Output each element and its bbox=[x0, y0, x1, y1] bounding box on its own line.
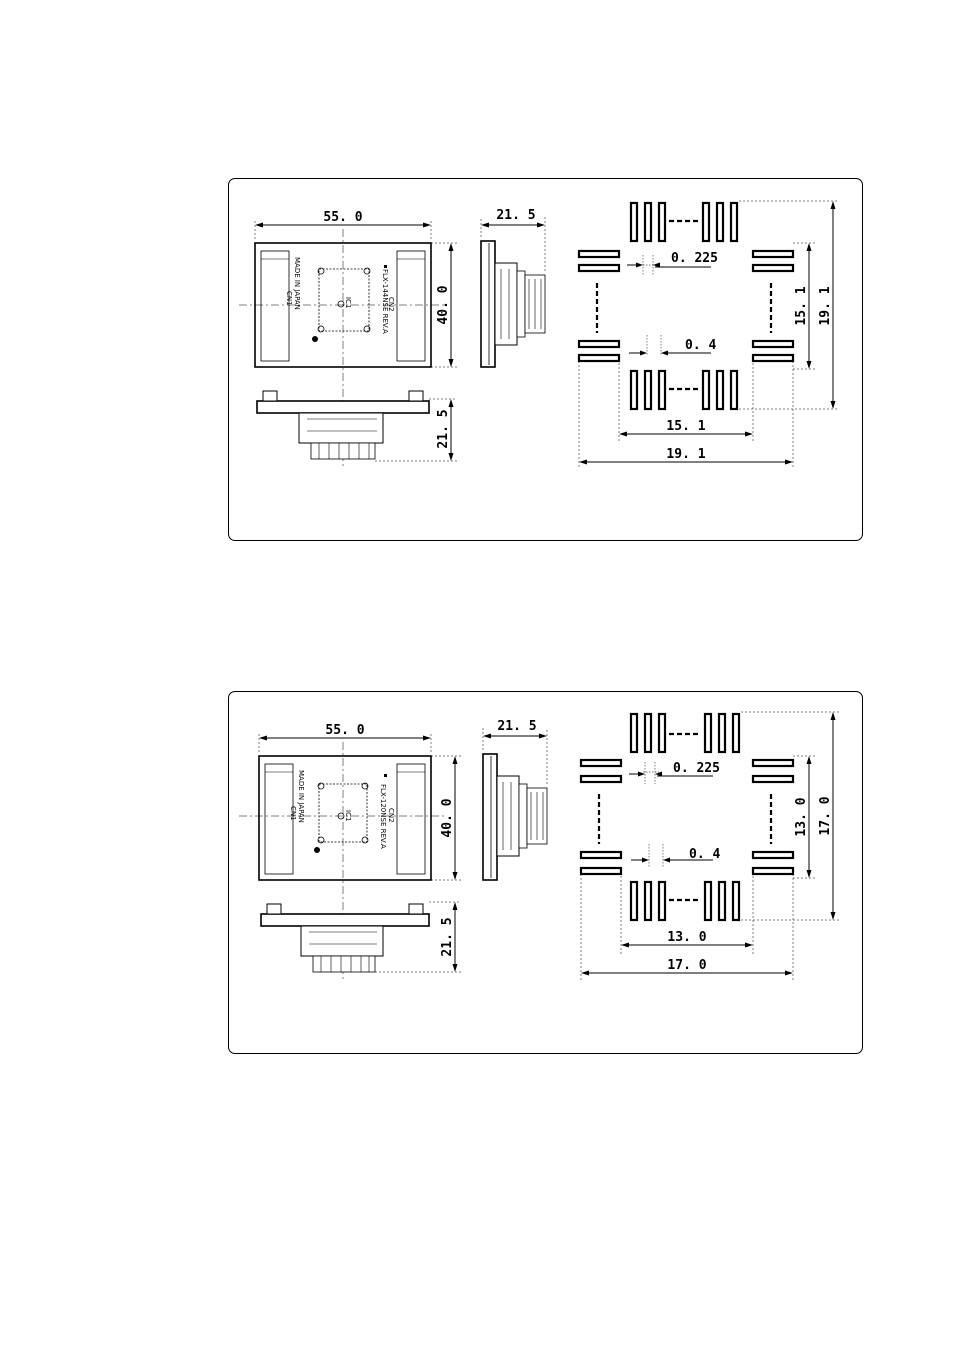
pitch-text: 0. 225 bbox=[673, 761, 720, 776]
dimension-board-width: 55. 0 bbox=[254, 210, 432, 239]
dimension-board-height: 40. 0 bbox=[431, 755, 461, 881]
dimension-pad-width: 0. 4 bbox=[629, 335, 716, 356]
pad-width-text: 0. 4 bbox=[689, 847, 720, 862]
pitch-text: 0. 225 bbox=[671, 251, 718, 266]
dimension-front-height: 21. 5 bbox=[375, 901, 461, 973]
dimension-side-width: 21. 5 bbox=[482, 719, 548, 784]
made-in-label: MADE IN JAPAN bbox=[297, 770, 305, 823]
board-width-text: 55. 0 bbox=[325, 723, 364, 738]
inner-horizontal-text: 15. 1 bbox=[666, 419, 705, 434]
dimension-outer-vertical: 17. 0 bbox=[741, 711, 839, 921]
figure-panel-2: FLX-120NSE REV.A MADE IN JAPAN CN1 CN2 I… bbox=[228, 691, 863, 1054]
dimension-inner-vertical: 15. 1 bbox=[793, 242, 815, 370]
dimension-inner-vertical: 13. 0 bbox=[793, 755, 815, 879]
cn1-label: CN1 bbox=[285, 291, 293, 306]
dimension-outer-horizontal: 19. 1 bbox=[578, 361, 794, 469]
board-width-text: 55. 0 bbox=[323, 210, 362, 225]
side-width-text: 21. 5 bbox=[497, 719, 536, 734]
inner-vertical-text: 15. 1 bbox=[794, 286, 809, 325]
ic1-label: IC1 bbox=[344, 297, 352, 308]
pad-width-text: 0. 4 bbox=[685, 338, 716, 353]
board-name-label: FLX-120NSE REV.A bbox=[379, 784, 387, 849]
board-top-view: FLX-120NSE REV.A MADE IN JAPAN CN1 CN2 I… bbox=[239, 742, 447, 982]
cn2-label: CN2 bbox=[387, 808, 395, 823]
dimension-front-height: 21. 5 bbox=[375, 398, 457, 462]
outer-horizontal-text: 19. 1 bbox=[666, 447, 705, 462]
side-width-text: 21. 5 bbox=[496, 208, 535, 223]
dimension-inner-horizontal: 15. 1 bbox=[618, 359, 754, 441]
board-top-view: FLX-144NSE REV.A MADE IN JAPAN CN1 CN2 I… bbox=[239, 229, 447, 469]
front-height-text: 21. 5 bbox=[440, 917, 455, 956]
dimension-pitch: 0. 225 bbox=[627, 251, 718, 275]
dimension-outer-vertical: 19. 1 bbox=[739, 200, 839, 410]
inner-vertical-text: 13. 0 bbox=[794, 797, 809, 836]
cn1-label: CN1 bbox=[289, 806, 297, 821]
outer-vertical-text: 17. 0 bbox=[818, 796, 833, 835]
inner-horizontal-text: 13. 0 bbox=[667, 930, 706, 945]
dimension-board-height: 40. 0 bbox=[431, 242, 457, 368]
side-view bbox=[480, 240, 546, 368]
dimension-side-width: 21. 5 bbox=[480, 208, 546, 271]
pad-footprint bbox=[577, 201, 795, 411]
pad-footprint bbox=[579, 712, 795, 922]
side-view bbox=[482, 753, 548, 881]
figure-panel-1: FLX-144NSE REV.A MADE IN JAPAN CN1 CN2 I… bbox=[228, 178, 863, 541]
ic1-label: IC1 bbox=[344, 810, 352, 821]
dimension-inner-horizontal: 13. 0 bbox=[620, 872, 754, 954]
cn2-label: CN2 bbox=[387, 297, 395, 312]
made-in-label: MADE IN JAPAN bbox=[293, 257, 301, 310]
outer-horizontal-text: 17. 0 bbox=[667, 958, 706, 973]
dimension-outer-horizontal: 17. 0 bbox=[580, 874, 794, 982]
outer-vertical-text: 19. 1 bbox=[818, 286, 833, 325]
diagram-canvas-1: FLX-144NSE REV.A MADE IN JAPAN CN1 CN2 I… bbox=[239, 200, 839, 469]
board-height-text: 40. 0 bbox=[436, 285, 451, 324]
board-name-label: FLX-144NSE REV.A bbox=[381, 269, 389, 334]
dimension-pad-width: 0. 4 bbox=[631, 844, 720, 868]
board-height-text: 40. 0 bbox=[440, 798, 455, 837]
front-view bbox=[260, 903, 430, 973]
front-view bbox=[256, 390, 430, 460]
dimension-pitch: 0. 225 bbox=[629, 761, 720, 784]
dimension-board-width: 55. 0 bbox=[258, 723, 432, 752]
diagram-canvas-2: FLX-120NSE REV.A MADE IN JAPAN CN1 CN2 I… bbox=[239, 711, 839, 982]
front-height-text: 21. 5 bbox=[436, 409, 451, 448]
